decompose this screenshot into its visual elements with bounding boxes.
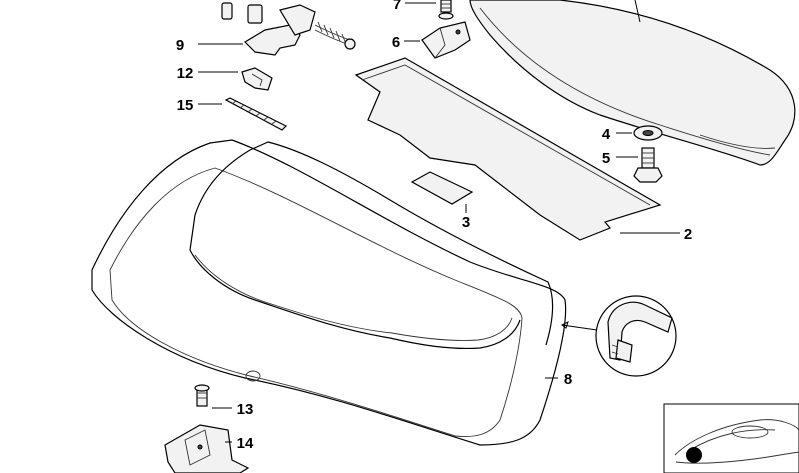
rear-window-glass-part-8 — [91, 139, 598, 446]
callout-8: 8 — [564, 371, 572, 388]
callout-15: 15 — [177, 97, 194, 114]
callout-2: 2 — [684, 226, 692, 243]
callout-13: 13 — [237, 401, 254, 418]
callout-5: 5 — [602, 150, 610, 167]
bracket-part-14 — [164, 424, 250, 473]
bolt-part-5 — [616, 147, 663, 183]
trim-panel-part-2 — [354, 57, 680, 241]
callout-9: 9 — [176, 37, 184, 54]
callout-7: 7 — [393, 0, 401, 13]
callout-14: 14 — [237, 435, 254, 452]
vehicle-location-thumbnail — [663, 403, 799, 473]
clip-part-12 — [198, 67, 273, 91]
bolt-part-13 — [194, 384, 232, 409]
callout-3: 3 — [462, 214, 470, 231]
location-marker-dot — [686, 447, 702, 463]
spoiler-panel — [469, 0, 796, 166]
washer-part-4 — [616, 125, 663, 141]
callout-4: 4 — [602, 126, 611, 143]
seal-strip-part-15 — [198, 97, 288, 131]
callout-12: 12 — [177, 65, 194, 82]
callout-6: 6 — [392, 34, 400, 51]
bolt-part-7 — [405, 0, 454, 20]
clip-bracket-part-6 — [404, 21, 471, 59]
seal-profile-detail — [595, 295, 677, 377]
hinge-bracket-part-9 — [198, 2, 356, 56]
pad-part-3 — [410, 171, 474, 213]
